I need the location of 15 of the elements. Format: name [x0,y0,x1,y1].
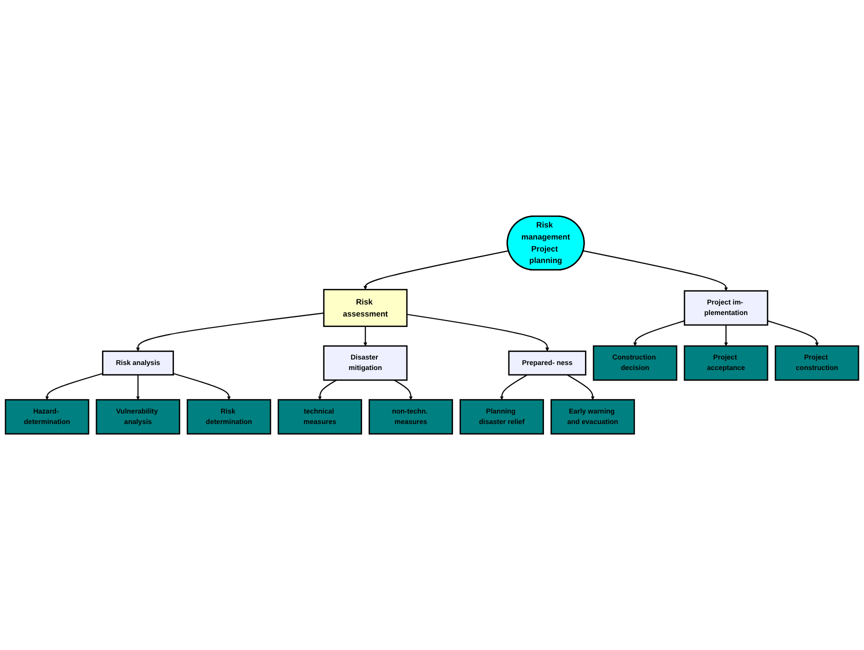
arrow [767,320,819,346]
arrow [724,325,728,346]
arrow [406,314,550,352]
arrow [500,374,528,400]
arrow [136,312,324,352]
arrow [633,320,685,346]
arrow [363,326,368,346]
arrow [173,372,231,400]
arrow [45,372,103,400]
arrow [363,250,509,290]
arrow [566,374,595,400]
arrow [583,250,728,292]
arrow [318,380,337,400]
arrow [394,380,413,400]
arrow [136,374,140,400]
